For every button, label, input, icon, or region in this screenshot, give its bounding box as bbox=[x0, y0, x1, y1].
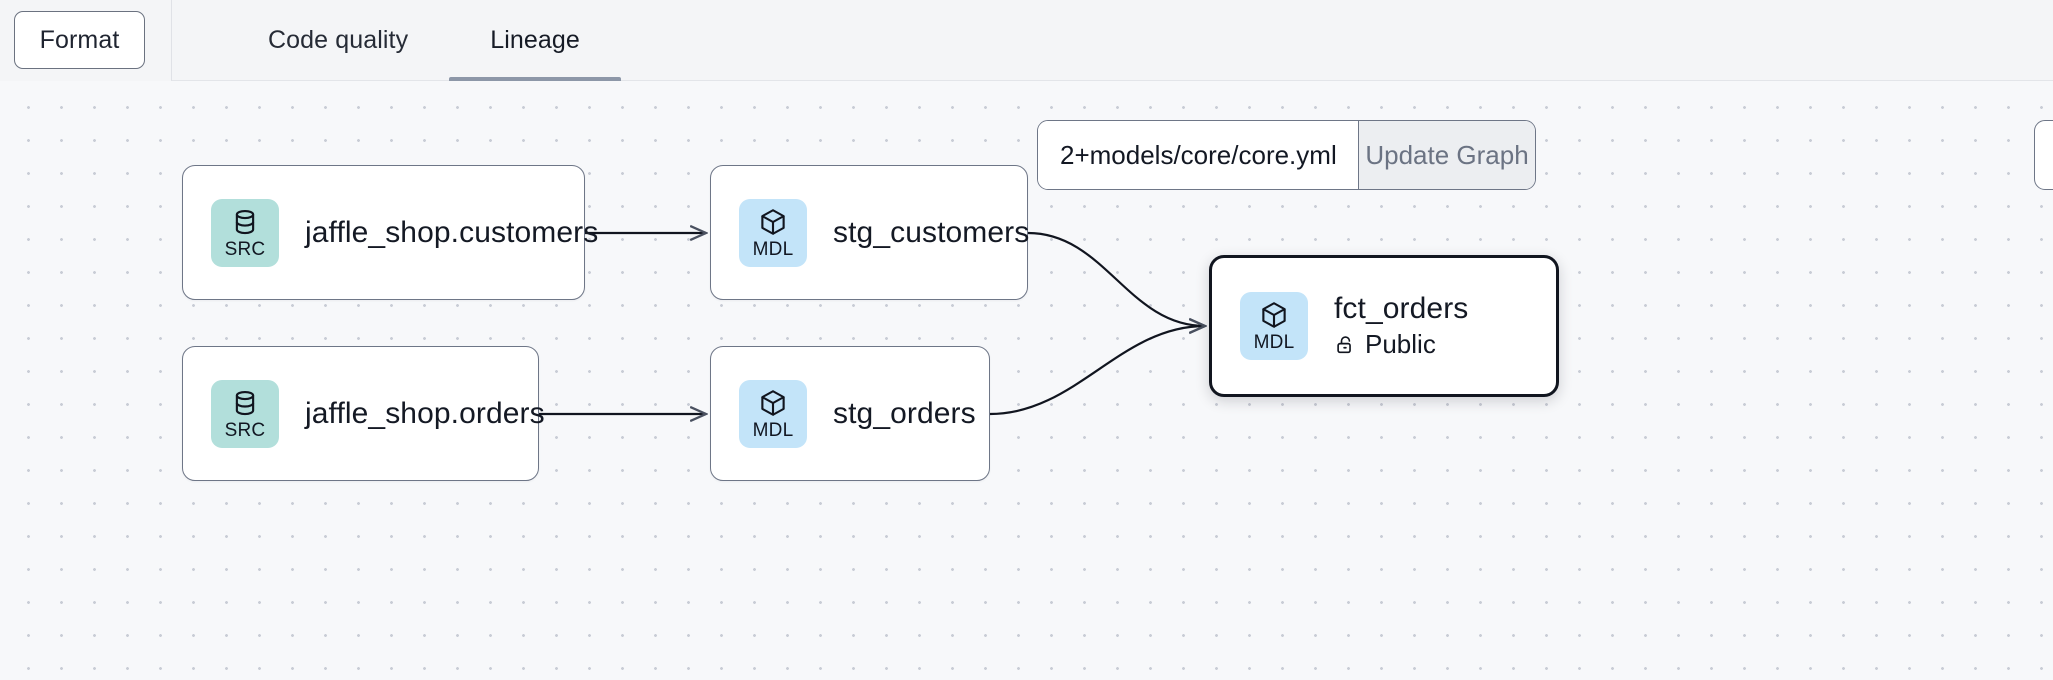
lineage-node-fct-orders[interactable]: MDL fct_orders Public bbox=[1209, 255, 1559, 397]
cube-icon bbox=[1262, 302, 1286, 328]
lineage-node-stg-customers[interactable]: MDL stg_customers bbox=[710, 165, 1029, 300]
graph-selector-group: Update Graph bbox=[1037, 120, 1536, 190]
tab-bar: Code quality Lineage bbox=[172, 0, 621, 81]
lineage-node-jaffle-shop-customers[interactable]: SRC jaffle_shop.customers bbox=[182, 165, 598, 300]
node-body: fct_orders Public bbox=[1334, 292, 1468, 361]
model-badge: MDL bbox=[739, 379, 807, 448]
tab-code-quality[interactable]: Code quality bbox=[268, 25, 409, 54]
cube-icon bbox=[761, 208, 785, 235]
lineage-edges bbox=[539, 81, 2053, 680]
model-badge: MDL bbox=[739, 198, 807, 267]
edge-stg-orders-to-fct bbox=[989, 326, 1205, 416]
node-body: jaffle_shop.customers bbox=[305, 216, 598, 250]
lineage-node-stg-orders[interactable]: MDL stg_orders bbox=[710, 346, 990, 481]
database-icon bbox=[235, 209, 255, 234]
visibility-label: Public bbox=[1365, 329, 1436, 360]
node-title: jaffle_shop.customers bbox=[305, 215, 599, 249]
badge-label: SRC bbox=[224, 419, 266, 441]
node-title: stg_orders bbox=[833, 396, 976, 430]
source-badge: SRC bbox=[211, 198, 279, 267]
cube-icon bbox=[761, 389, 785, 416]
badge-label: SRC bbox=[224, 238, 266, 260]
database-icon bbox=[235, 390, 255, 415]
node-title: fct_orders bbox=[1334, 291, 1469, 325]
badge-label: MDL bbox=[752, 238, 794, 260]
node-title: stg_customers bbox=[833, 215, 1030, 249]
node-visibility: Public bbox=[1334, 329, 1468, 360]
model-badge: MDL bbox=[1240, 292, 1308, 360]
graph-side-control[interactable] bbox=[2034, 120, 2053, 190]
graph-selector-input[interactable] bbox=[1038, 121, 1358, 189]
node-title: jaffle_shop.orders bbox=[305, 396, 545, 430]
source-badge: SRC bbox=[211, 379, 279, 448]
badge-label: MDL bbox=[752, 419, 794, 441]
node-body: jaffle_shop.orders bbox=[305, 397, 545, 431]
node-body: stg_orders bbox=[833, 397, 976, 431]
toolbar: Format Code quality Lineage bbox=[0, 0, 2053, 81]
node-body: stg_customers bbox=[833, 216, 1029, 250]
lineage-canvas[interactable]: SRC jaffle_shop.customers SRC jaffle_sho… bbox=[0, 81, 2053, 680]
format-button[interactable]: Format bbox=[14, 11, 145, 69]
unlock-icon bbox=[1337, 336, 1351, 353]
format-button-container: Format bbox=[0, 0, 172, 81]
tab-lineage[interactable]: Lineage bbox=[449, 0, 621, 81]
lineage-node-jaffle-shop-orders[interactable]: SRC jaffle_shop.orders bbox=[182, 346, 545, 481]
update-graph-button[interactable]: Update Graph bbox=[1358, 121, 1535, 189]
badge-label: MDL bbox=[1253, 332, 1295, 353]
edge-stg-customers-to-fct bbox=[1027, 231, 1205, 326]
